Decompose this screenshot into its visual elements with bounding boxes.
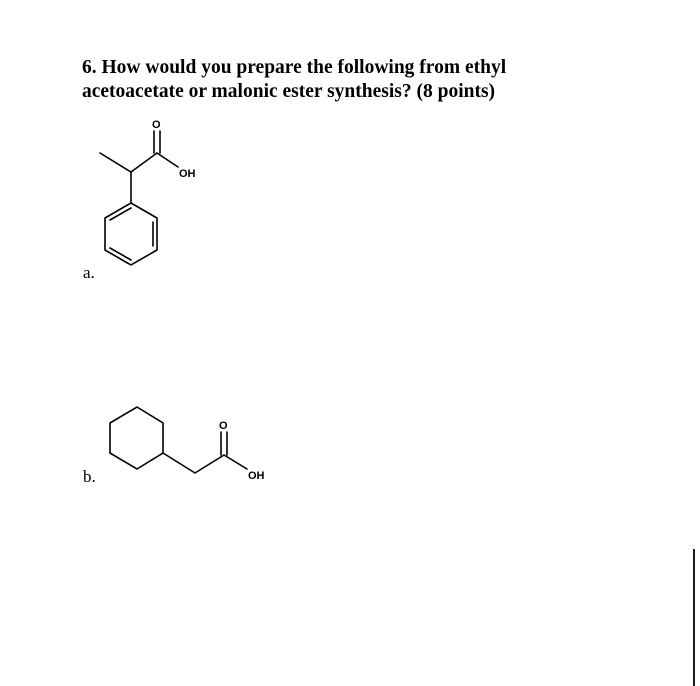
question-line-1: 6. How would you prepare the following f… [82, 57, 507, 78]
carbonyl-oxygen-label-a: O [152, 119, 161, 131]
question-line-2: acetoacetate or malonic ester synthesis?… [82, 81, 496, 102]
bond-methyl [99, 152, 132, 173]
hydroxyl-label-a: OH [179, 168, 196, 180]
cyclohexane-ring [109, 406, 164, 470]
aromatic-bond-2 [109, 247, 132, 261]
question-text: 6. How would you prepare the following f… [82, 56, 642, 104]
hydroxyl-label-b: OH [248, 470, 265, 482]
bond-c-oh-b [223, 454, 248, 470]
part-a-label: a. [83, 263, 95, 282]
aromatic-bond-3 [109, 207, 132, 221]
carbonyl-oxygen-label-b: O [219, 420, 228, 432]
benzene-ring [104, 202, 158, 266]
page-edge-divider [693, 549, 695, 686]
part-b-label: b. [83, 467, 96, 486]
bond-ring-ch2 [162, 452, 196, 474]
bond-c-oh [156, 152, 179, 168]
bond-alpha-carbonyl [130, 152, 158, 173]
bond-ch2-carbonyl [194, 454, 225, 474]
